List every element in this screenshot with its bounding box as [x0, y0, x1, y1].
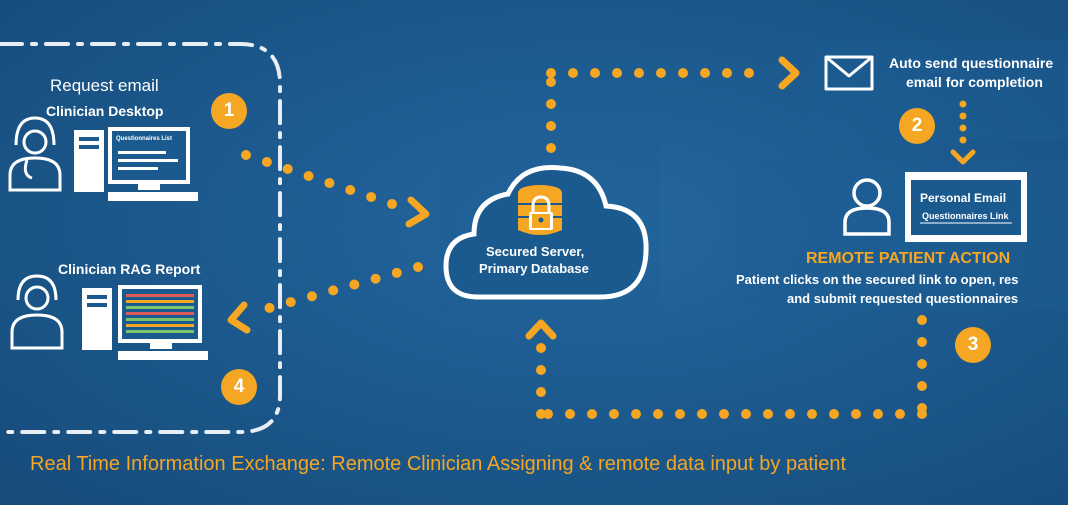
- arrowhead-to-email: [778, 56, 800, 90]
- clinician-desktop-label: Clinician Desktop: [46, 103, 164, 119]
- step-3-badge: 3: [955, 327, 991, 363]
- envelope-icon: [824, 55, 874, 91]
- server-line1: Secured Server,: [486, 244, 585, 259]
- step-1-badge: 1: [211, 93, 247, 129]
- server-line2: Primary Database: [479, 261, 589, 276]
- clinician-person-icon: [8, 116, 62, 192]
- connector-server-to-report: [257, 262, 423, 315]
- diagram-caption: Real Time Information Exchange: Remote C…: [30, 453, 846, 475]
- clinician-boundary: [0, 42, 282, 434]
- patient-user-icon: [843, 178, 891, 236]
- auto-send-line2: email for completion: [906, 74, 1043, 90]
- auto-send-line1: Auto send questionnaire: [889, 55, 1054, 71]
- clinician-rag-person-icon: [10, 274, 64, 350]
- arrowhead-to-report: [227, 301, 251, 334]
- step-4-badge: 4: [221, 369, 257, 405]
- arrowhead-up-to-server: [525, 319, 557, 340]
- questionnaires-list-label: Questionnaires List: [116, 136, 173, 142]
- request-email-label: Request email: [50, 76, 159, 95]
- arrowhead-to-server: [405, 196, 430, 228]
- questionnaires-link[interactable]: Questionnaires Link: [922, 211, 1009, 221]
- personal-email-window: [905, 172, 1027, 242]
- database-lock-icon: [517, 183, 563, 235]
- connector-desktop-to-server: [241, 150, 415, 215]
- step-2-badge: 2: [899, 108, 935, 144]
- clinician-rag-report-label: Clinician RAG Report: [58, 261, 201, 277]
- patient-action-line1: Patient clicks on the secured link to op…: [736, 272, 1019, 287]
- personal-email-title: Personal Email: [920, 191, 1007, 205]
- desktop-computer-icon: [74, 127, 198, 201]
- patient-action-line2: and submit requested questionnaires: [787, 291, 1019, 306]
- rag-report-computer-icon: [82, 285, 208, 360]
- arrowhead-to-patient: [950, 149, 976, 165]
- remote-patient-action-title: REMOTE PATIENT ACTION: [806, 250, 1011, 267]
